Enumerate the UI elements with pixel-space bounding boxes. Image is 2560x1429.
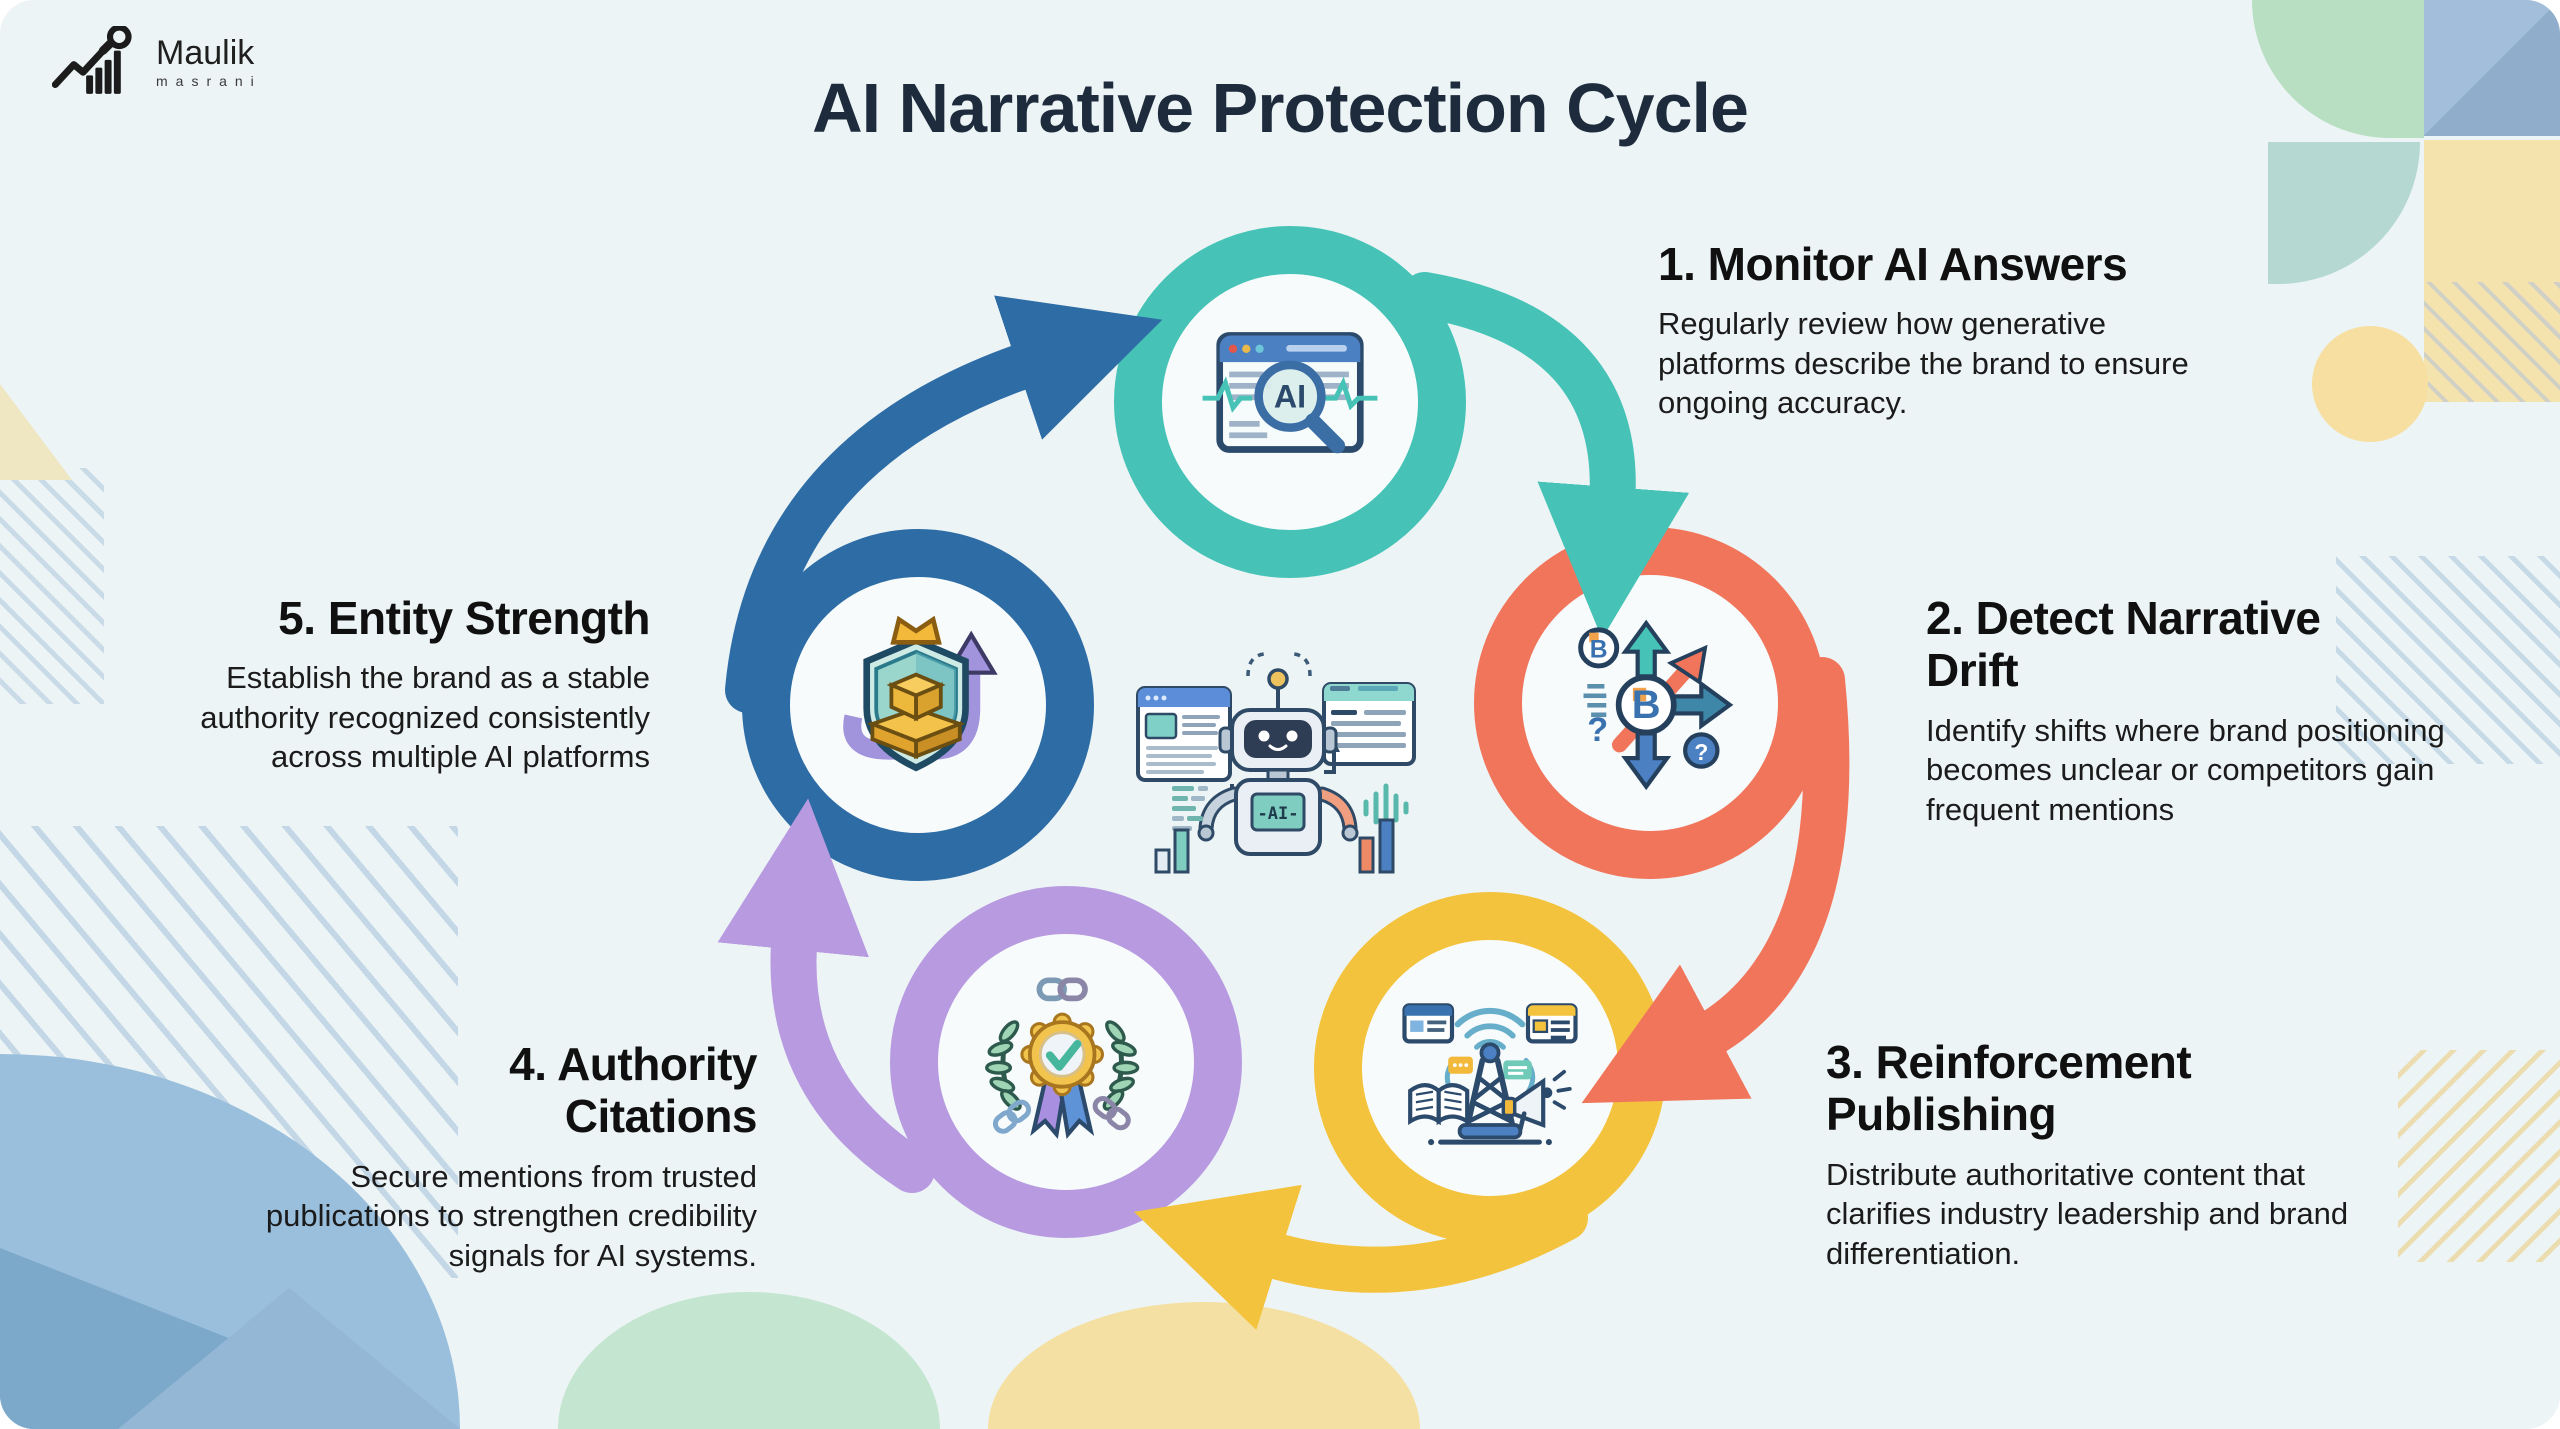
step-3-block: 3. Reinforcement Publishing Distribute a… [1826,1036,2406,1273]
step-4-description: Secure mentions from trusted publication… [265,1158,757,1273]
brand-letter-small: B [1590,636,1608,663]
robot-chest-label: -AI- [1258,804,1299,824]
cycle-arrows [717,272,1850,1330]
arrow-step1-to-step2 [1402,272,1690,639]
step-3-number: 3. [1826,1036,1864,1088]
step-1-title: 1. Monitor AI Answers [1658,238,2128,290]
step-4-number: 4. [509,1038,547,1090]
decor-bottomright-stripes [2398,1050,2560,1262]
brand-logo: Maulik masrani [52,26,262,100]
step-5-block: 5. Entity Strength Establish the brand a… [148,592,650,777]
step-5-description: Establish the brand as a stable authorit… [200,660,650,775]
decor-yellow-disc [2312,326,2428,442]
step-3-title: 3. Reinforcement Publishing [1826,1036,2192,1141]
chart-magnifier-logo-icon [52,26,132,94]
step-1-number: 1. [1658,238,1696,290]
step-2-title: 2. Detect Narrative Drift [1926,592,2321,697]
broadcast-publishing-icon [1402,1003,1578,1146]
magnifier-ai-label: AI [1274,379,1306,415]
arrow-step2-to-step3 [1581,657,1850,1104]
logo-name: Maulik [156,34,255,72]
arrow-step4-to-step5 [717,798,935,1193]
question-mark-badge: ? [1694,739,1708,765]
page-title: AI Narrative Protection Cycle [812,69,1749,147]
arrow-step5-to-step1 [725,295,1163,713]
bar-chart-right [1358,818,1395,874]
authority-award-icon [985,977,1140,1139]
logo-subname: masrani [156,73,262,89]
ring-step-5 [742,529,1094,881]
step-1-description: Regularly review how generative platform… [1658,306,2189,421]
narrative-drift-icon: B B ? ? [1578,619,1734,791]
step-4-title: 4. Authority Citations [509,1038,757,1143]
step-2-number: 2. [1926,592,1964,644]
code-lines [1172,786,1208,831]
step-4-block: 4. Authority Citations Secure mentions f… [245,1038,758,1275]
step-3-description: Distribute authoritative content that cl… [1826,1156,2349,1271]
bar-chart-left [1154,828,1190,874]
step-2-block: 2. Detect Narrative Drift Identify shift… [1926,592,2501,829]
step-5-number: 5. [278,592,316,644]
decor-yellow-stripes [2424,282,2560,402]
ai-robot-illustration: -AI- [1136,652,1416,874]
step-5-title: 5. Entity Strength [278,592,650,644]
decor-right-stripes [2336,556,2560,764]
decor-blue-square [2424,0,2560,136]
decor-left-stripes [0,468,104,704]
brand-letter-large: B [1632,683,1661,727]
question-mark: ? [1587,711,1608,749]
ring-step-4 [890,886,1242,1238]
step-2-description: Identify shifts where brand positioning … [1926,712,2445,827]
step-1-block: 1. Monitor AI Answers Regularly review h… [1658,238,2228,423]
browser-ai-magnifier-icon: AI [1202,332,1378,454]
arrow-step3-to-step4 [1133,1184,1588,1330]
entity-shield-icon [843,615,998,772]
